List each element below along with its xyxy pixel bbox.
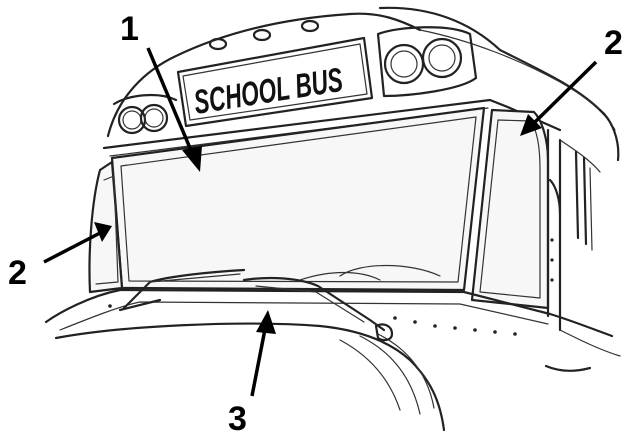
right-warning-lamps [378,27,476,96]
callout-2-right-corner-window: 2 [604,24,623,62]
windshield [112,108,484,290]
callout-3-wiper: 3 [228,400,247,436]
cowl [46,290,612,430]
right-corner-window [472,110,548,308]
arrow-3-head [256,310,276,334]
school-bus-sign: SCHOOL BUS [178,38,372,126]
callout-1-windshield: 1 [120,10,139,48]
arrow-3-line [252,324,266,396]
callout-2-left-corner-window: 2 [8,254,27,292]
